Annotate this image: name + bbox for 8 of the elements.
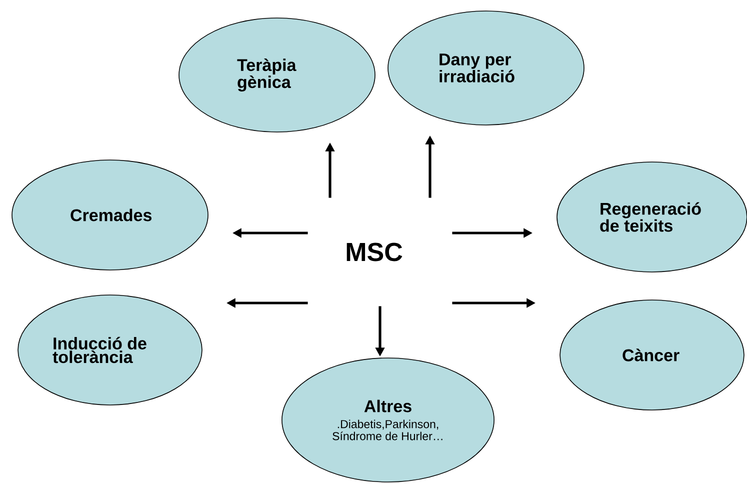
ellipse-node: Inducció de tolerància [18,294,202,406]
ellipse-node: Càncer [560,300,744,410]
ellipse-node: Altres .Diabetis,Parkinson, Síndrome de Hurler… [282,358,494,482]
ellipse-node: Teràpia gènica [178,18,376,132]
center-label: MSC [346,242,402,262]
ellipse-node: Regeneració de teixits [556,162,747,272]
ellipse-node: Cremades [12,160,208,270]
ellipse-node: Dany per irradiació [388,10,584,126]
